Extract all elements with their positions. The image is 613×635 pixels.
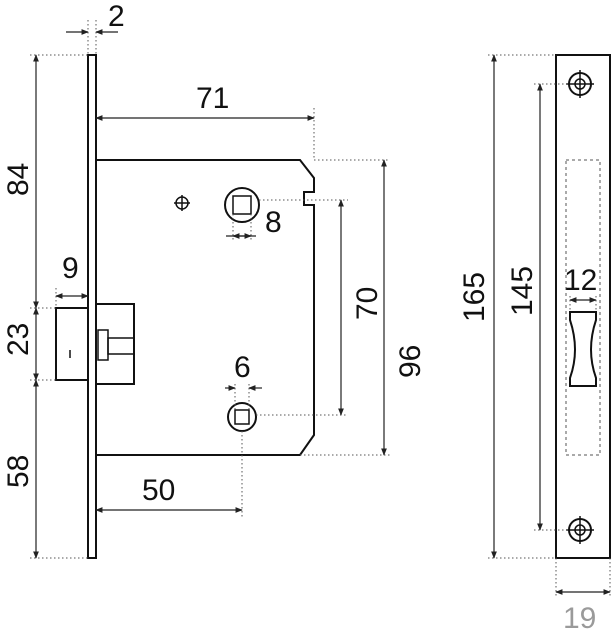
label-bottom-height: 58 [2, 455, 35, 488]
dim-hole-spacing: 70 [256, 199, 384, 416]
label-body-height: 96 [394, 345, 427, 378]
dim-backset-width: 71 [95, 82, 315, 160]
dim-backset-lower: 50 [95, 431, 243, 518]
dim-latch-height: 23 [2, 307, 56, 381]
latch-bolt [55, 303, 135, 385]
label-latch-width: 12 [564, 264, 597, 297]
dim-latch-width: 12 [564, 264, 597, 312]
dim-latch-projection: 9 [55, 252, 89, 308]
label-screw-spacing: 145 [506, 266, 539, 316]
label-backset-width: 71 [196, 82, 229, 115]
label-follower-square: 8 [265, 206, 282, 239]
label-backset-lower: 50 [142, 474, 175, 507]
dim-body-height: 96 [300, 159, 427, 456]
label-hole-spacing: 70 [351, 287, 384, 320]
dim-follower-square: 8 [226, 206, 282, 240]
label-faceplate-thickness: 2 [108, 0, 125, 33]
dim-top-height: 84 [2, 54, 88, 309]
label-latch-projection: 9 [62, 252, 79, 285]
label-latch-height: 23 [2, 323, 35, 356]
label-top-height: 84 [2, 163, 35, 196]
faceplate-front [555, 54, 611, 559]
dim-bottom-height: 58 [2, 379, 88, 559]
dim-faceplate-thickness: 2 [66, 0, 125, 55]
label-lower-square: 6 [234, 351, 251, 384]
lock-body [96, 159, 315, 456]
dim-lower-square: 6 [225, 351, 262, 410]
faceplate-side [87, 54, 97, 559]
dim-screw-spacing: 145 [506, 83, 569, 531]
dim-faceplate-height: 165 [458, 54, 556, 559]
label-faceplate-width: 19 [563, 602, 596, 635]
label-faceplate-height: 165 [458, 272, 491, 322]
dim-faceplate-width: 19 [555, 558, 611, 635]
